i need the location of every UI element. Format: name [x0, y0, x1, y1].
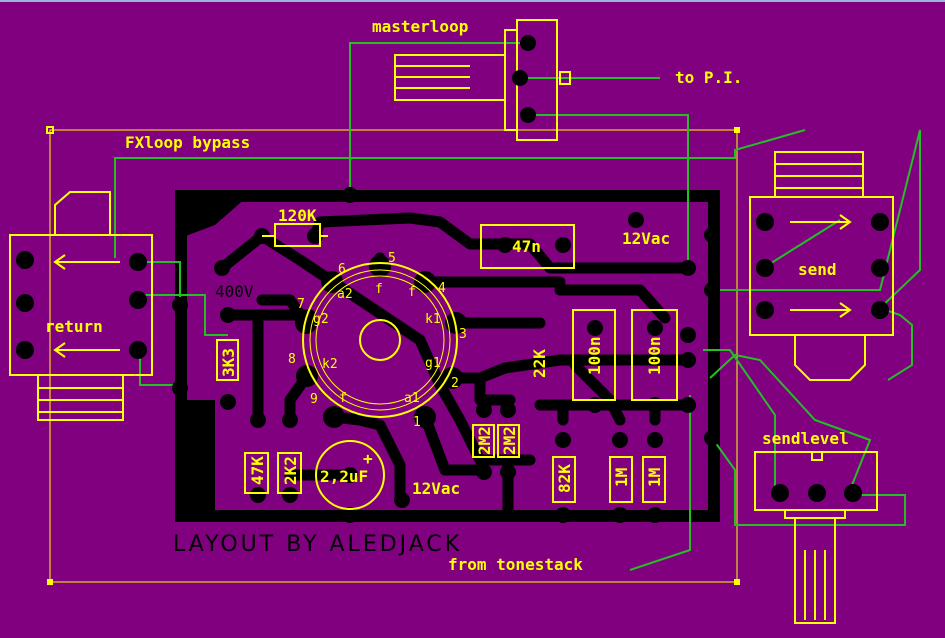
- return-jack: return: [9, 191, 153, 421]
- pin-3-label: 3: [459, 327, 467, 342]
- k2-label: k2: [322, 357, 338, 372]
- pin-2-label: 2: [451, 376, 459, 391]
- to-pi-label: to P.I.: [675, 68, 742, 87]
- cap-100n-a-label: 100n: [585, 336, 604, 375]
- copper-traces: [175, 190, 720, 522]
- pin-9-label: 9: [310, 392, 318, 407]
- resistor-120k-label: 120K: [278, 206, 317, 225]
- send-label: send: [798, 260, 837, 279]
- sendlevel-pot: sendlevel: [754, 429, 878, 624]
- pin-5-label: 5: [388, 251, 396, 266]
- resistor-47k-label: 47K: [248, 456, 267, 485]
- cap-100n-b-label: 100n: [645, 336, 664, 375]
- resistor-1m-b-label: 1M: [645, 468, 664, 487]
- cap-2u2-label: 2,2uF: [320, 467, 368, 486]
- pin-4-label: 4: [438, 281, 446, 296]
- return-label: return: [45, 317, 103, 336]
- a1-label: a1: [404, 391, 420, 406]
- f-label-top-left: f: [375, 282, 383, 297]
- resistor-3k3-label: 3K3: [219, 348, 238, 377]
- tube-socket: 5 4 3 2 1 9 8 7 6 a2 g2 k2 f a1 g1 k1 f …: [288, 251, 467, 430]
- cap-47n-label: 47n: [512, 237, 541, 256]
- g2-label: g2: [313, 312, 329, 327]
- pin-7-label: 7: [297, 297, 305, 312]
- resistor-2m2-b-label: 2M2: [500, 426, 519, 455]
- pin-8-label: 8: [288, 352, 296, 367]
- resistor-2k2-label: 2K2: [281, 456, 300, 485]
- resistor-2m2-a-label: 2M2: [475, 426, 494, 455]
- credit-text: LAYOUT BY ALEDJACK: [173, 532, 462, 557]
- pin-1-label: 1: [413, 415, 421, 430]
- fxloop-bypass-label: FXloop bypass: [125, 133, 250, 152]
- resistor-1m-a-label: 1M: [612, 468, 631, 487]
- resistor-82k-label: 82K: [555, 464, 574, 493]
- send-jack: send: [749, 151, 894, 381]
- cap-plus-label: +: [363, 449, 373, 468]
- pin-6-label: 6: [338, 262, 346, 277]
- masterloop-label: masterloop: [372, 17, 468, 36]
- f-label-top-right: f: [408, 285, 416, 300]
- a2-label: a2: [337, 287, 353, 302]
- k1-label: k1: [425, 312, 441, 327]
- from-tonestack-label: from tonestack: [448, 555, 583, 574]
- masterloop-jack: masterloop to P.I.: [372, 17, 742, 141]
- f-label-bottom: f: [339, 391, 347, 406]
- wires: [114, 42, 921, 571]
- g1-label: g1: [425, 356, 441, 371]
- 400v-label: 400V: [215, 282, 254, 301]
- 12vac-bottom-label: 12Vac: [412, 479, 460, 498]
- sendlevel-label: sendlevel: [762, 429, 849, 448]
- resistor-22k-label: 22K: [530, 349, 549, 378]
- components: 120K 47n 12Vac 400V 3K3 22K 100n 100n 2M…: [215, 206, 678, 510]
- 12vac-top-label: 12Vac: [622, 229, 670, 248]
